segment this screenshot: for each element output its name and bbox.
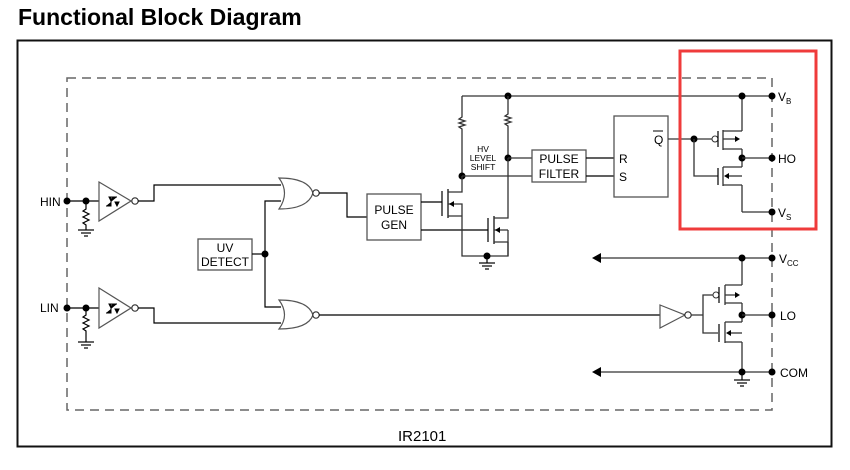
nmos-transistor-icon	[448, 176, 463, 246]
hin-pin-label: HIN	[40, 195, 61, 209]
pulse-gen-label-2: GEN	[381, 218, 407, 232]
lin-pin-label: LIN	[40, 301, 59, 315]
low-side-driver	[592, 253, 772, 387]
ground-icon	[78, 341, 94, 349]
uv-detect-label-2: DETECT	[201, 255, 250, 269]
vs-pin-dot[interactable]	[768, 208, 776, 216]
ho-pin-dot[interactable]	[768, 154, 776, 162]
inverter-bubble	[131, 197, 139, 205]
latch-s-label: S	[619, 170, 627, 184]
pulse-filter-label-2: FILTER	[539, 167, 580, 181]
nmos-transistor-icon	[722, 149, 743, 212]
vb-pin-label: VB	[778, 90, 791, 106]
outer-frame	[16, 39, 833, 448]
lo-pin-dot[interactable]	[768, 311, 776, 319]
diagram-title: Functional Block Diagram	[18, 4, 302, 30]
nor-gate-high	[277, 177, 314, 210]
pulse-filter-label-1: PULSE	[539, 152, 578, 166]
rs-latch-block	[613, 115, 669, 198]
pulse-gen-block	[366, 193, 422, 241]
arrow-left-icon	[592, 367, 601, 377]
ho-pin-label: HO	[778, 152, 796, 166]
lin-input-channel	[63, 286, 281, 349]
ground-icon	[734, 372, 750, 387]
resistor-icon	[502, 96, 514, 158]
vb-pin-dot[interactable]	[768, 92, 776, 100]
ground-icon	[78, 229, 94, 237]
highlight-box	[678, 49, 818, 231]
resistor-icon	[456, 96, 468, 176]
hv-level-shift-label-1: HV	[477, 144, 489, 154]
pmos-transistor-icon	[722, 96, 743, 150]
lin-pin-dot[interactable]	[63, 304, 71, 312]
vcc-pin-dot[interactable]	[768, 254, 776, 262]
ground-icon	[479, 256, 495, 270]
nmos-transistor-icon	[724, 303, 743, 372]
uv-detect-block	[197, 238, 253, 271]
hin-input-channel	[63, 180, 281, 237]
nmos-transistor-icon	[494, 158, 509, 256]
nor-gate-low	[277, 299, 314, 330]
pulldown-resistor-icon	[81, 308, 91, 342]
high-side-driver	[668, 92, 772, 213]
com-pin-dot[interactable]	[768, 368, 776, 376]
uv-detect-label-1: UV	[217, 241, 234, 255]
pmos-transistor-icon	[724, 258, 743, 305]
hv-level-shift	[441, 92, 772, 270]
pulse-filter-block	[531, 149, 587, 183]
hin-pin-dot[interactable]	[63, 197, 71, 205]
chip-label: IR2101	[398, 428, 446, 445]
inverter-icon	[659, 304, 687, 329]
schmitt-buffer-icon	[98, 286, 133, 330]
pulse-gen-label-1: PULSE	[374, 203, 413, 217]
com-pin-label: COM	[780, 366, 808, 380]
lo-pin-label: LO	[780, 309, 796, 323]
latch-qbar-label: Q	[654, 133, 663, 147]
hv-level-shift-label-2: LEVEL	[470, 153, 497, 163]
hv-level-shift-label-3: SHIFT	[471, 162, 496, 172]
latch-r-label: R	[619, 152, 628, 166]
arrow-left-icon	[592, 253, 601, 263]
vcc-pin-label: VCC	[779, 252, 799, 268]
vs-pin-label: VS	[778, 206, 791, 222]
pulldown-resistor-icon	[81, 201, 91, 230]
chip-boundary	[66, 77, 773, 411]
